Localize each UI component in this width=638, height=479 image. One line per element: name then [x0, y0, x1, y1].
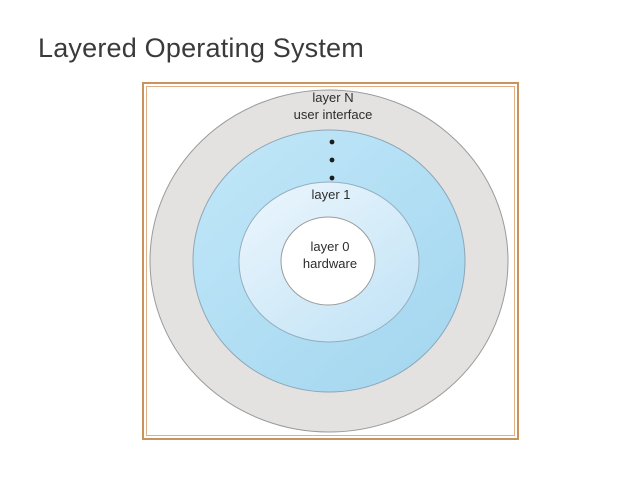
diagram-frame: layer N user interface layer 1 layer 0 h…: [142, 82, 519, 440]
vertical-ellipsis-icon: [329, 139, 335, 181]
label-layer-n: layer N: [312, 90, 353, 105]
ellipsis-dot: [329, 157, 335, 163]
label-user-interface: user interface: [294, 107, 373, 122]
ellipsis-dot: [329, 139, 335, 145]
ellipsis-dot: [329, 175, 335, 181]
label-layer-0: layer 0: [310, 239, 349, 254]
slide-title: Layered Operating System: [38, 33, 364, 63]
label-layer-1: layer 1: [311, 187, 350, 202]
layered-os-diagram: layer N user interface layer 1 layer 0 h…: [149, 89, 509, 433]
label-hardware: hardware: [303, 256, 357, 271]
circle-layer-0-hardware: [280, 216, 376, 306]
diagram-frame-inner: layer N user interface layer 1 layer 0 h…: [146, 86, 515, 436]
